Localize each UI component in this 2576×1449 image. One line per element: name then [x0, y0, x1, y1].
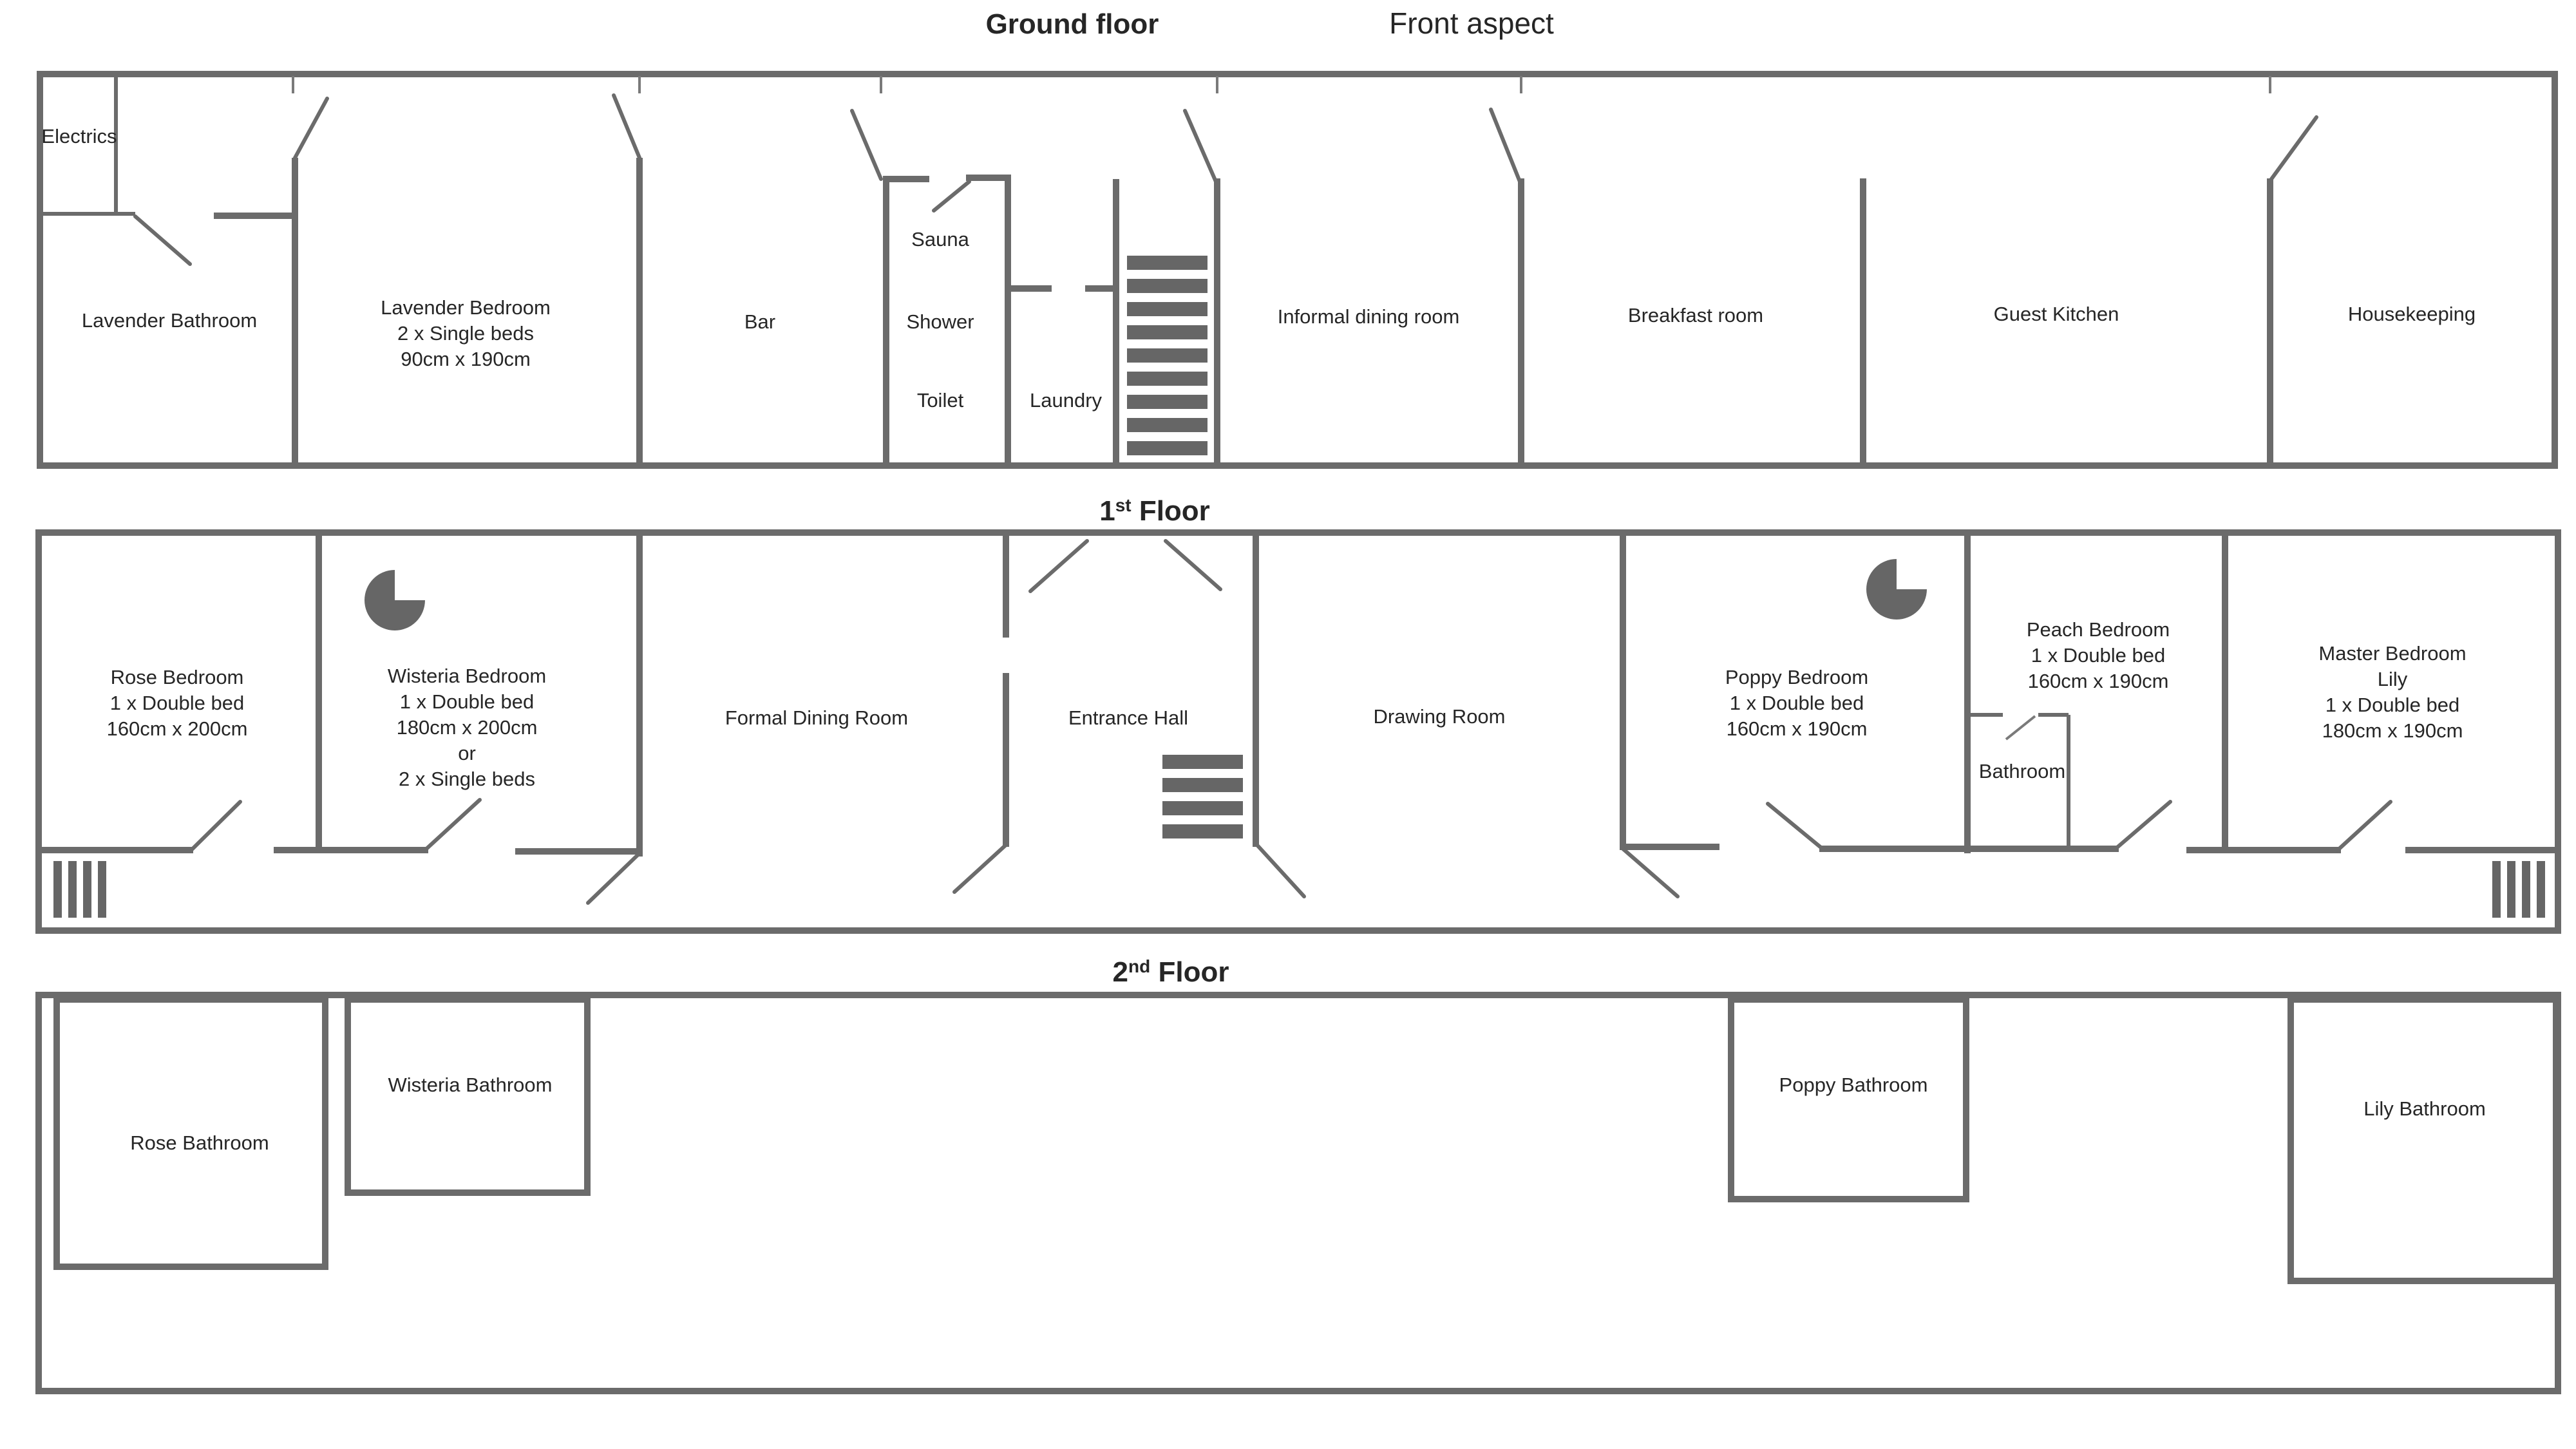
- bar-label: Bar: [744, 310, 775, 333]
- informal-dining-door[interactable]: [1183, 109, 1218, 184]
- peach-bedroom-door[interactable]: [2114, 800, 2172, 851]
- lavender-bedroom-beds: 2 x Single beds: [397, 322, 534, 345]
- poppy-side-door[interactable]: [1621, 847, 1680, 898]
- poppy-bedroom-size: 160cm x 190cm: [1727, 717, 1868, 740]
- rose-stairs: [53, 861, 106, 918]
- guest-kitchen-label: Guest Kitchen: [1994, 303, 2119, 325]
- breakfast-room-door[interactable]: [1489, 108, 1522, 184]
- lavender-bedroom-size: 90cm x 190cm: [401, 348, 531, 370]
- wisteria-bedroom-name: Wisteria Bedroom: [388, 665, 546, 687]
- sauna-corridor-door[interactable]: [850, 109, 883, 181]
- wisteria-bedroom-or: or: [458, 742, 476, 764]
- entrance-hall-label: Entrance Hall: [1068, 706, 1188, 729]
- ground-staircase[interactable]: [1127, 256, 1208, 455]
- peach-bedroom-name: Peach Bedroom: [2027, 618, 2170, 641]
- bathroom-label: Bathroom: [1979, 760, 2065, 782]
- entrance-front-door-right[interactable]: [1164, 539, 1222, 591]
- first-floor: Rose Bedroom 1 x Double bed 160cm x 200c…: [35, 529, 2561, 934]
- entrance-front-door-left[interactable]: [1028, 539, 1089, 593]
- electrics-label: Electrics: [41, 125, 117, 147]
- wisteria-bedroom-size: 180cm x 200cm: [397, 716, 538, 739]
- poppy-bathroom: [1728, 996, 1969, 1202]
- ground-floor-title: Ground floor: [986, 8, 1159, 40]
- lily-bathroom-label: Lily Bathroom: [2363, 1097, 2486, 1120]
- peach-bedroom-size: 160cm x 190cm: [2028, 670, 2169, 692]
- master-bedroom-door[interactable]: [2336, 800, 2392, 852]
- master-bedroom-lily: Lily: [2378, 668, 2408, 690]
- ground-floor-outline: [37, 71, 2558, 469]
- sauna-door[interactable]: [932, 180, 971, 213]
- drawing-room-door[interactable]: [1254, 842, 1306, 898]
- wisteria-bedroom-alt: 2 x Single beds: [399, 768, 535, 790]
- peach-bedroom-bed: 1 x Double bed: [2031, 644, 2166, 667]
- bathroom-door[interactable]: [2005, 715, 2036, 741]
- second-floor: Rose Bathroom Wisteria Bathroom Poppy Ba…: [35, 992, 2561, 1394]
- housekeeping-door[interactable]: [2269, 115, 2318, 181]
- poppy-bedroom-door[interactable]: [1766, 802, 1824, 851]
- formal-dining-door[interactable]: [586, 851, 641, 905]
- rose-bathroom-label: Rose Bathroom: [130, 1132, 269, 1154]
- first-floor-title: 1st Floor: [1099, 495, 1210, 527]
- wisteria-bedroom-door[interactable]: [423, 798, 482, 852]
- wisteria-bedroom-bed: 1 x Double bed: [400, 690, 535, 713]
- housekeeping-label: Housekeeping: [2348, 303, 2476, 325]
- master-bedroom-bed: 1 x Double bed: [2325, 694, 2460, 716]
- shower-label: Shower: [906, 310, 974, 333]
- wisteria-bathroom: [345, 996, 591, 1196]
- rose-bedroom-size: 160cm x 200cm: [107, 717, 248, 740]
- wisteria-bathroom-label: Wisteria Bathroom: [388, 1074, 553, 1096]
- entrance-inner-door[interactable]: [952, 843, 1008, 894]
- master-bedroom-size: 180cm x 190cm: [2322, 719, 2463, 742]
- lily-bathroom: [2287, 996, 2559, 1284]
- poppy-bedroom-name: Poppy Bedroom: [1725, 666, 1868, 688]
- rose-bedroom-door[interactable]: [189, 800, 242, 852]
- poppy-fireplace-icon: [1866, 559, 1927, 620]
- sauna-label: Sauna: [911, 228, 969, 251]
- breakfast-room-label: Breakfast room: [1628, 304, 1763, 327]
- formal-dining-label: Formal Dining Room: [725, 706, 908, 729]
- lavender-bedroom-door[interactable]: [293, 97, 329, 160]
- ground-floor: Electrics Lavender Bathroom Lavender Bed…: [37, 71, 2558, 469]
- lavender-bathroom-label: Lavender Bathroom: [82, 309, 257, 332]
- wisteria-fireplace-icon: [365, 570, 425, 630]
- poppy-bathroom-label: Poppy Bathroom: [1779, 1074, 1928, 1096]
- front-aspect-label: Front aspect: [1389, 6, 1554, 40]
- electrics-door[interactable]: [133, 214, 192, 266]
- poppy-bedroom-bed: 1 x Double bed: [1730, 692, 1864, 714]
- first-floor-outline: [35, 529, 2561, 934]
- rose-bathroom: [53, 996, 328, 1270]
- toilet-label: Toilet: [917, 389, 964, 412]
- bar-door[interactable]: [612, 93, 641, 160]
- master-bedroom-name: Master Bedroom: [2318, 642, 2466, 665]
- rose-bedroom-name: Rose Bedroom: [111, 666, 244, 688]
- laundry-label: Laundry: [1030, 389, 1103, 412]
- first-floor-staircase[interactable]: [1162, 755, 1243, 838]
- second-floor-title: 2nd Floor: [1113, 956, 1229, 988]
- rose-bedroom-bed: 1 x Double bed: [110, 692, 245, 714]
- lavender-bedroom-name: Lavender Bedroom: [381, 296, 551, 319]
- drawing-room-label: Drawing Room: [1373, 705, 1505, 728]
- informal-dining-label: Informal dining room: [1278, 305, 1460, 328]
- lily-stairs: [2492, 861, 2545, 918]
